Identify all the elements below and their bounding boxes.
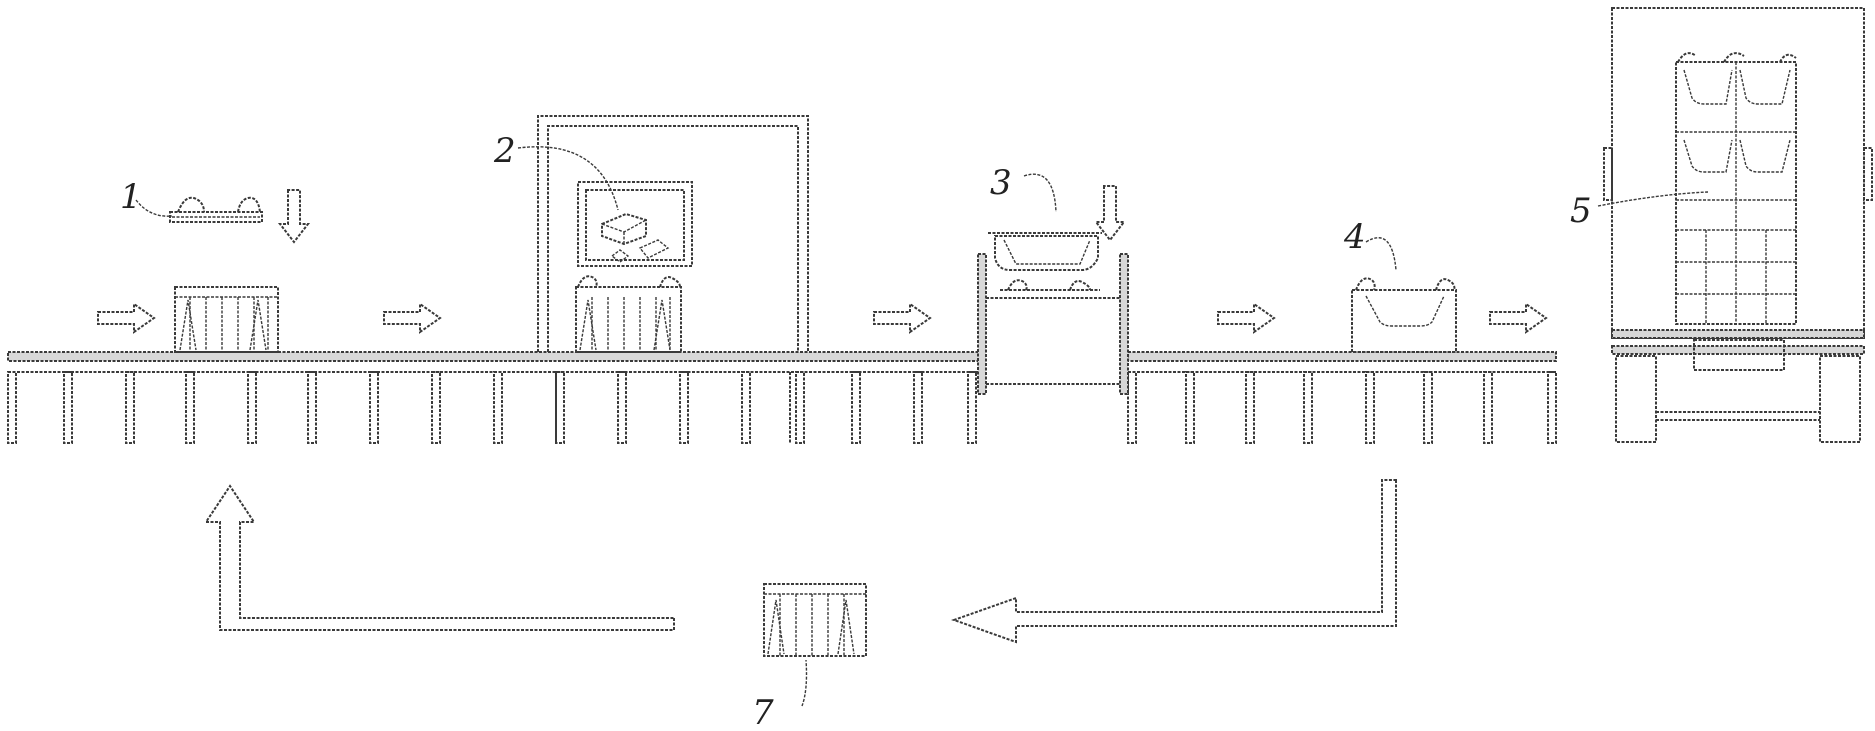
leader-5 xyxy=(1597,191,1709,207)
conveyor-leg xyxy=(1245,371,1255,444)
leader-1 xyxy=(135,199,173,217)
label-5: 5 xyxy=(1570,191,1592,231)
conveyor-leg xyxy=(493,371,503,444)
conveyor-leg xyxy=(913,371,923,444)
conveyor-leg xyxy=(431,371,441,444)
conveyor-legs-left xyxy=(7,371,977,444)
conveyor-leg xyxy=(1423,371,1433,444)
conveyor-leg xyxy=(7,371,17,444)
station-2-frame xyxy=(537,115,809,443)
leader-7 xyxy=(801,659,808,707)
flow-arrow xyxy=(383,302,442,334)
flow-arrow xyxy=(873,302,932,334)
station-3-press xyxy=(977,185,1129,395)
flow-arrows xyxy=(97,302,1548,334)
conveyor-leg xyxy=(1365,371,1375,444)
leader-3 xyxy=(1023,173,1057,213)
label-3: 3 xyxy=(990,163,1012,203)
crate-2 xyxy=(575,275,682,353)
station-1-lid xyxy=(169,189,311,244)
flow-arrow xyxy=(1217,302,1276,334)
conveyor-leg xyxy=(125,371,135,444)
conveyor-leg xyxy=(369,371,379,444)
conveyor-leg xyxy=(795,371,805,444)
conveyor-leg xyxy=(679,371,689,444)
conveyor-leg xyxy=(1483,371,1493,444)
leader-2 xyxy=(517,146,619,211)
conveyor-leg xyxy=(247,371,257,444)
label-2: 2 xyxy=(493,131,516,171)
leader-4 xyxy=(1365,237,1397,271)
flow-arrow xyxy=(1489,302,1548,334)
conveyor-leg xyxy=(1127,371,1137,444)
truck xyxy=(1603,7,1873,443)
conveyor-leg xyxy=(307,371,317,444)
conveyor-leg xyxy=(63,371,73,444)
flow-arrow xyxy=(97,302,156,334)
conveyor-right xyxy=(1127,351,1557,444)
conveyor-leg xyxy=(851,371,861,444)
crate-1 xyxy=(174,286,279,353)
station-4-crate xyxy=(1351,277,1457,353)
label-7: 7 xyxy=(752,693,774,731)
conveyor-leg xyxy=(1547,371,1557,444)
crate-7 xyxy=(763,583,867,657)
conveyor-leg xyxy=(555,371,565,444)
label-1: 1 xyxy=(120,177,142,217)
conveyor-leg xyxy=(185,371,195,444)
conveyor-leg xyxy=(1185,371,1195,444)
conveyor-legs-right xyxy=(1127,371,1557,444)
label-4: 4 xyxy=(1343,217,1366,257)
conveyor-leg xyxy=(741,371,751,444)
conveyor-leg xyxy=(617,371,627,444)
conveyor-leg xyxy=(1303,371,1313,444)
conveyor-left xyxy=(7,351,983,444)
return-path xyxy=(204,479,1397,644)
conveyor-leg xyxy=(967,371,977,444)
